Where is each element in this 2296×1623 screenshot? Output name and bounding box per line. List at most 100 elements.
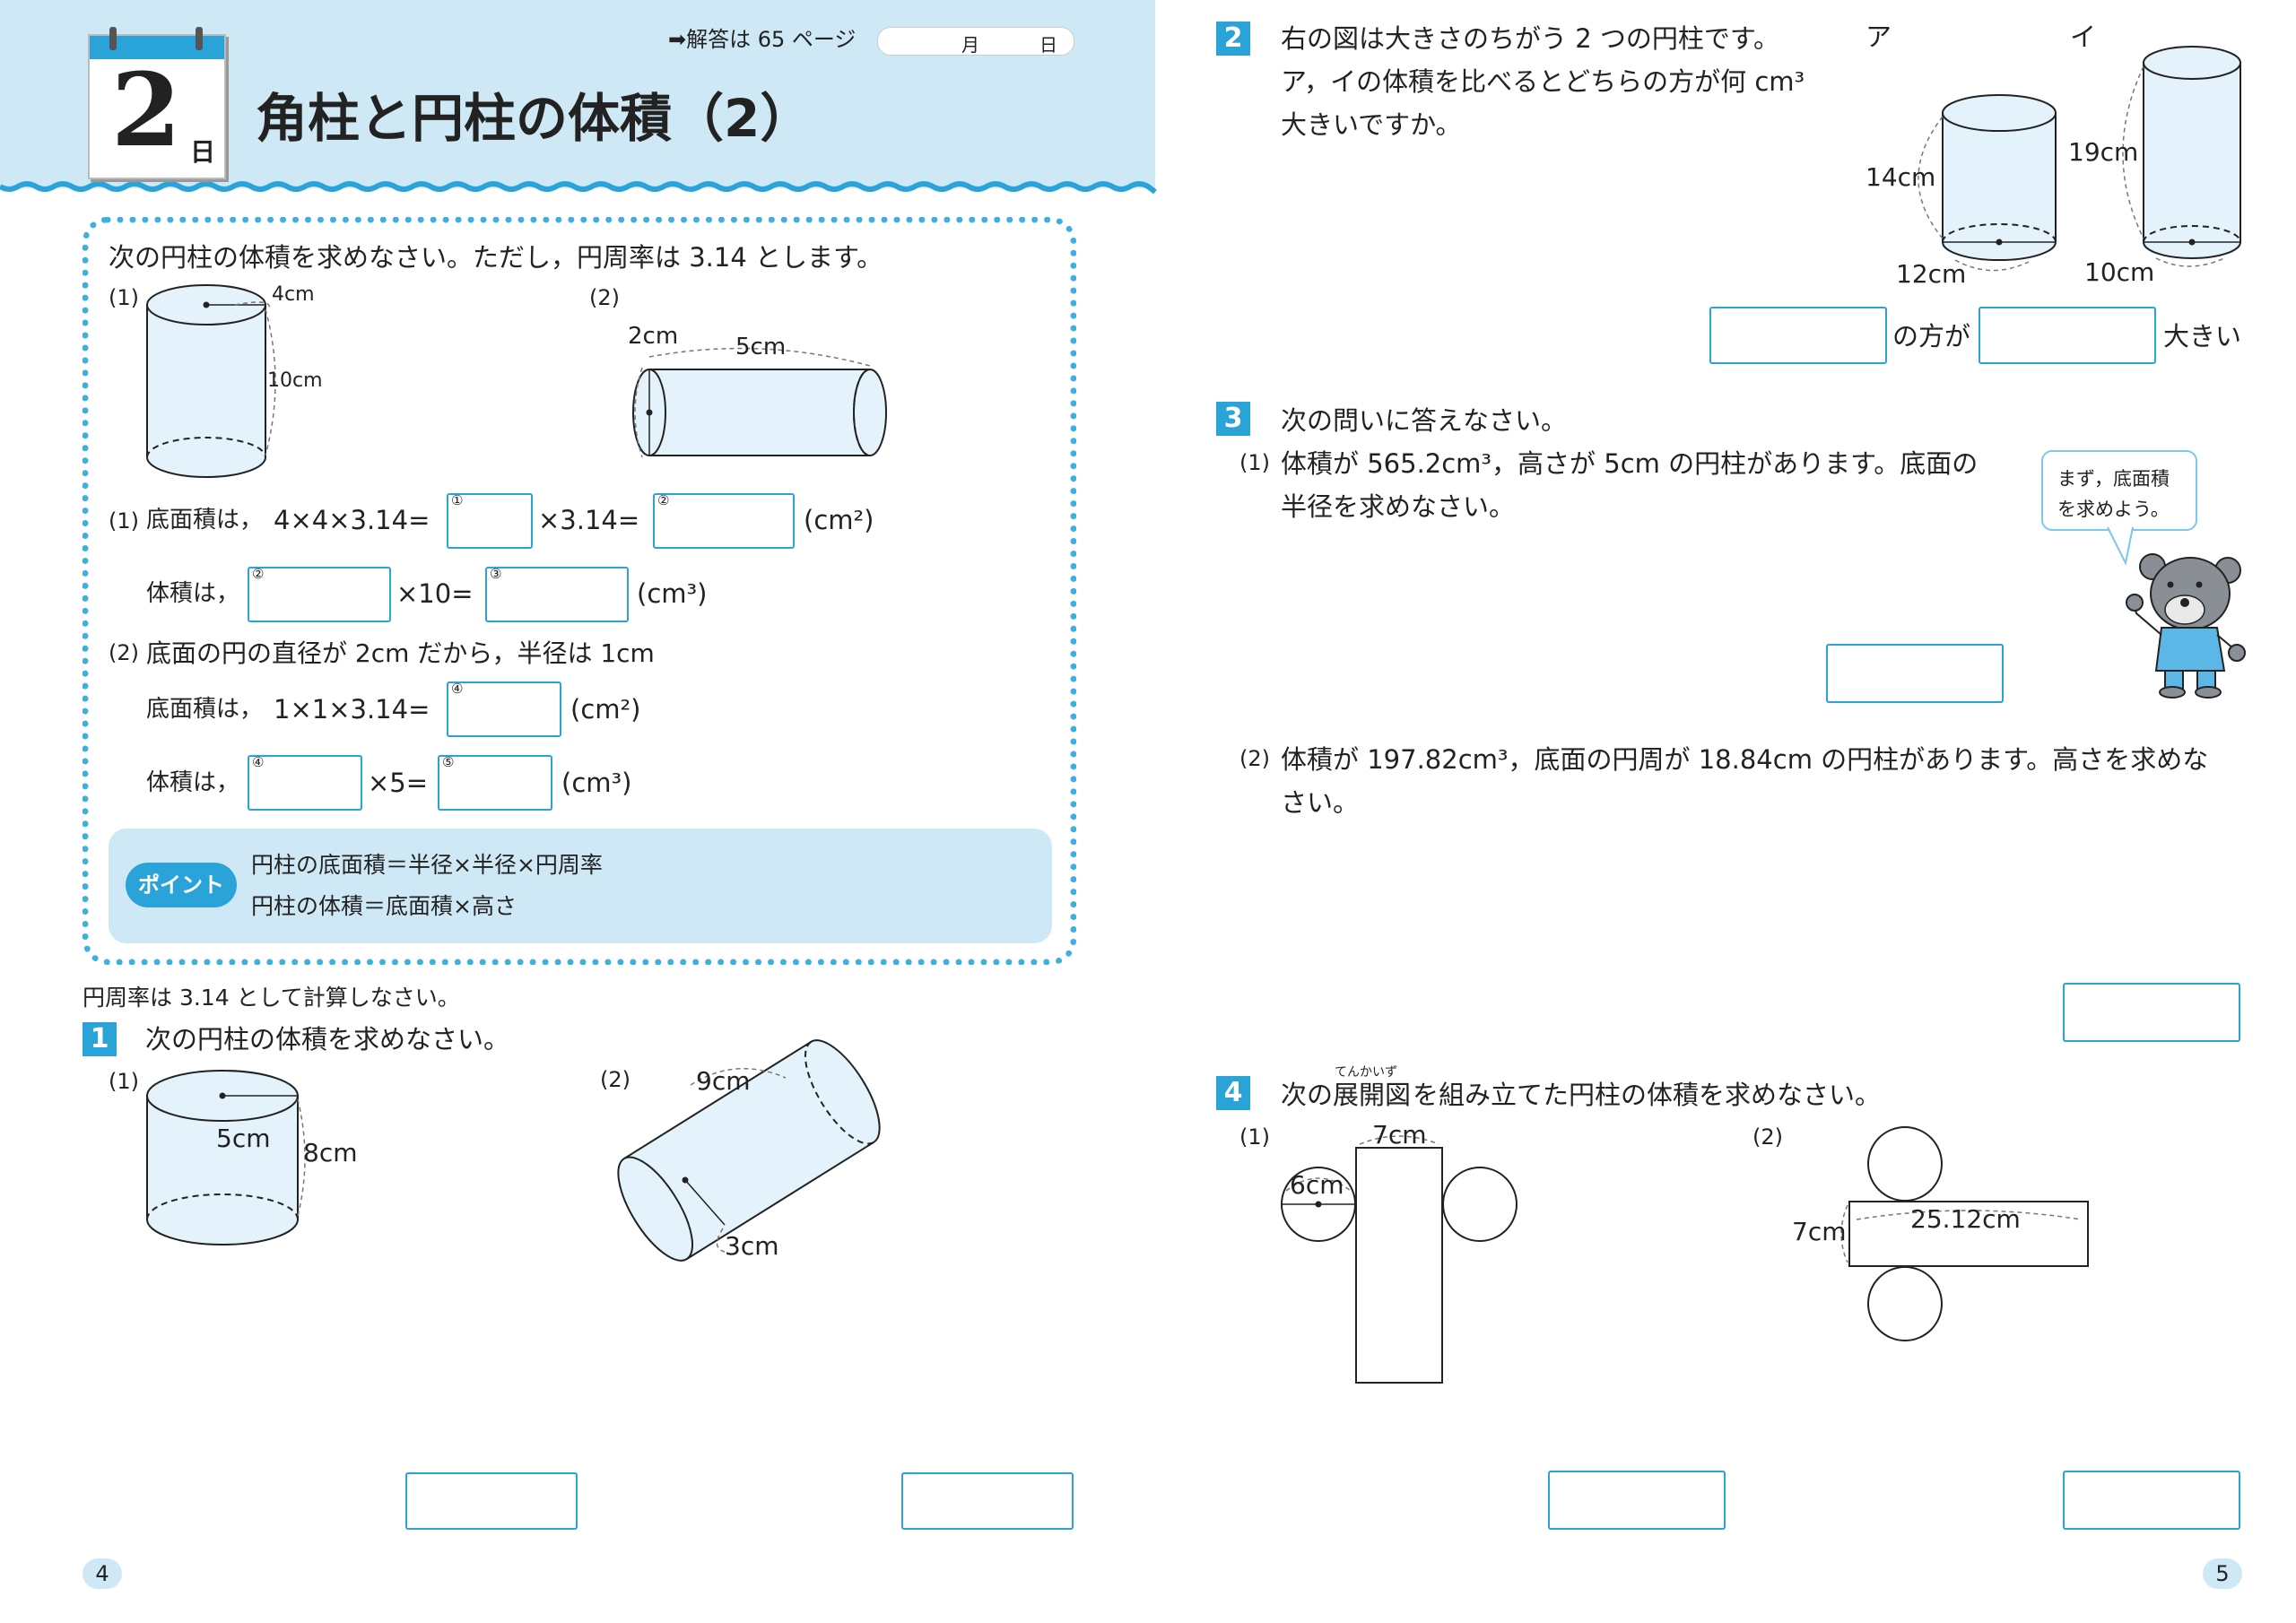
- answer-box-1[interactable]: ①: [447, 493, 533, 549]
- intro-fig2-diameter: 2cm: [628, 323, 679, 350]
- q1-b-length: 9cm: [696, 1066, 751, 1096]
- answer-box-4a[interactable]: ④: [447, 681, 561, 737]
- intro-s1-unit1: (cm²): [804, 505, 874, 535]
- q2-b-label: イ: [2070, 22, 2097, 52]
- point-line-1: 円柱の底面積＝半径×半径×円周率: [251, 852, 603, 878]
- page-number-left-text: 4: [95, 1561, 109, 1586]
- q1-a-height: 8cm: [303, 1138, 358, 1167]
- q1-b-label: (2): [600, 1067, 631, 1092]
- intro-fig2-length: 5cm: [735, 334, 787, 360]
- q3-p1-line-2: 半径を求めなさい。: [1281, 491, 1516, 522]
- q2-b-diameter: 10cm: [2084, 257, 2155, 287]
- intro-s2-times5: ×5=: [368, 768, 429, 798]
- q2-cylinders: [1918, 46, 2241, 272]
- q2-answer-box-amount[interactable]: [1979, 307, 2156, 364]
- marker-3: ③: [490, 566, 502, 582]
- page-title: 角柱と円柱の体積（2）: [256, 88, 813, 149]
- q2-answer-box-which[interactable]: [1709, 307, 1887, 364]
- marker-2a: ②: [657, 492, 670, 508]
- q4-b-net: [1840, 1126, 2089, 1341]
- q2-line-3: 大きいですか。: [1281, 109, 1462, 140]
- answer-box-4b[interactable]: ④: [248, 755, 362, 811]
- day-field-label: 日: [1039, 34, 1057, 56]
- marker-4b: ④: [252, 754, 265, 770]
- q4-number: 4: [1216, 1076, 1250, 1110]
- intro-fig2-cylinder: [632, 347, 887, 458]
- q4-text-term: 展開図: [1333, 1080, 1412, 1110]
- answer-box-3[interactable]: ③: [485, 567, 629, 622]
- q4-a-diameter: 6cm: [1290, 1170, 1344, 1200]
- q3-p2-label: (2): [1239, 746, 1270, 771]
- q3-p1-line-1: 体積が 565.2cm³，高さが 5cm の円柱があります。底面の: [1281, 448, 1979, 479]
- marker-4a: ④: [451, 681, 464, 697]
- marker-1: ①: [451, 492, 464, 508]
- point-box: [109, 829, 1052, 943]
- intro-s2-unit2: (cm³): [561, 768, 632, 798]
- intro-s1-expr1: 4×4×3.14=: [274, 505, 430, 535]
- marker-2b: ②: [252, 566, 265, 582]
- q1-text: 次の円柱の体積を求めなさい。: [145, 1024, 510, 1055]
- q1-number: 1: [83, 1022, 117, 1056]
- q4-b-label: (2): [1752, 1124, 1783, 1150]
- intro-fig1-radius: 4cm: [272, 283, 315, 306]
- q3-p1-answer-box[interactable]: [1826, 644, 2004, 703]
- answer-box-2a[interactable]: ②: [653, 493, 795, 549]
- intro-instruction: 次の円柱の体積を求めなさい。ただし，円周率は 3.14 とします。: [109, 242, 883, 273]
- q3-p2-line-2: さい。: [1281, 787, 1360, 818]
- answer-box-5[interactable]: ⑤: [438, 755, 552, 811]
- q3-p2-answer-box[interactable]: [2063, 983, 2240, 1042]
- q4-a-answer-box[interactable]: [1548, 1471, 1726, 1530]
- q3-p1-label: (1): [1239, 450, 1270, 475]
- intro-s2-base-text: 底面積は，: [146, 696, 264, 723]
- day-label: 日: [190, 137, 216, 167]
- q3-p2-line-1: 体積が 197.82cm³，底面の円周が 18.84cm の円柱があります。高さ…: [1281, 744, 2209, 775]
- q2-a-label: ア: [1866, 22, 1892, 52]
- q2-a-diameter: 12cm: [1896, 259, 1967, 289]
- q1-b-radius-line: [682, 1068, 787, 1253]
- q4-text-post: を組み立てた円柱の体積を求めなさい。: [1413, 1080, 1882, 1110]
- page-number-left: 4: [83, 1558, 122, 1589]
- point-badge: ポイント: [126, 863, 237, 907]
- intro-s2-vol-text: 体積は，: [146, 769, 240, 796]
- q1-b-answer-box[interactable]: [901, 1472, 1074, 1530]
- header-wave-border: [0, 181, 1157, 195]
- intro-s1-unit2: (cm³): [637, 578, 708, 609]
- q2-number: 2: [1216, 22, 1250, 56]
- intro-s1-times10: ×10=: [396, 578, 474, 609]
- q4-b-height: 7cm: [1792, 1217, 1847, 1246]
- point-badge-label: ポイント: [138, 872, 224, 898]
- q4-a-width: 7cm: [1372, 1120, 1427, 1150]
- page-number-right: 5: [2203, 1558, 2242, 1589]
- intro-s2-text: 底面の円の直径が 2cm だから，半径は 1cm: [146, 638, 655, 668]
- intro-fig1-label: (1): [109, 285, 139, 310]
- answer-reference: ➡解答は 65 ページ: [668, 27, 857, 52]
- answer-box-2b[interactable]: ②: [248, 567, 391, 622]
- q2-a-height: 14cm: [1866, 162, 1936, 192]
- hint-bubble: まず，底面積 を求めよう。: [2041, 450, 2197, 531]
- intro-s1-base-text: 底面積は，: [146, 507, 264, 534]
- hint-line-1: まず，底面積: [2057, 468, 2170, 490]
- pi-note: 円周率は 3.14 として計算しなさい。: [83, 985, 460, 1011]
- q3-text: 次の問いに答えなさい。: [1281, 405, 1568, 436]
- day-number: 2: [111, 52, 181, 169]
- q4-b-answer-box[interactable]: [2063, 1471, 2240, 1530]
- q1-a-cylinder: [146, 1070, 306, 1245]
- intro-s1-label: (1): [109, 508, 139, 534]
- q2-line-2: ア，イの体積を比べるとどちらの方が何 cm³: [1281, 66, 1805, 97]
- q4-a-label: (1): [1239, 1124, 1270, 1150]
- date-field[interactable]: 月 日: [877, 27, 1074, 56]
- month-label: 月: [961, 34, 979, 56]
- q1-a-answer-box[interactable]: [405, 1472, 578, 1530]
- q1-a-radius: 5cm: [216, 1124, 271, 1153]
- page-number-right-text: 5: [2215, 1561, 2230, 1586]
- marker-5: ⑤: [442, 754, 455, 770]
- bear-mascot-icon: [2126, 553, 2246, 699]
- intro-panel: [83, 217, 1076, 965]
- hint-line-2: を求めよう。: [2057, 499, 2170, 520]
- q2-answer-mid: の方が: [1892, 321, 1971, 352]
- intro-s2-label: (2): [109, 640, 139, 665]
- q3-number: 3: [1216, 402, 1250, 436]
- q4-b-length: 25.12cm: [1910, 1204, 2021, 1234]
- q1-a-label: (1): [109, 1069, 139, 1094]
- intro-fig2-label: (2): [589, 285, 620, 310]
